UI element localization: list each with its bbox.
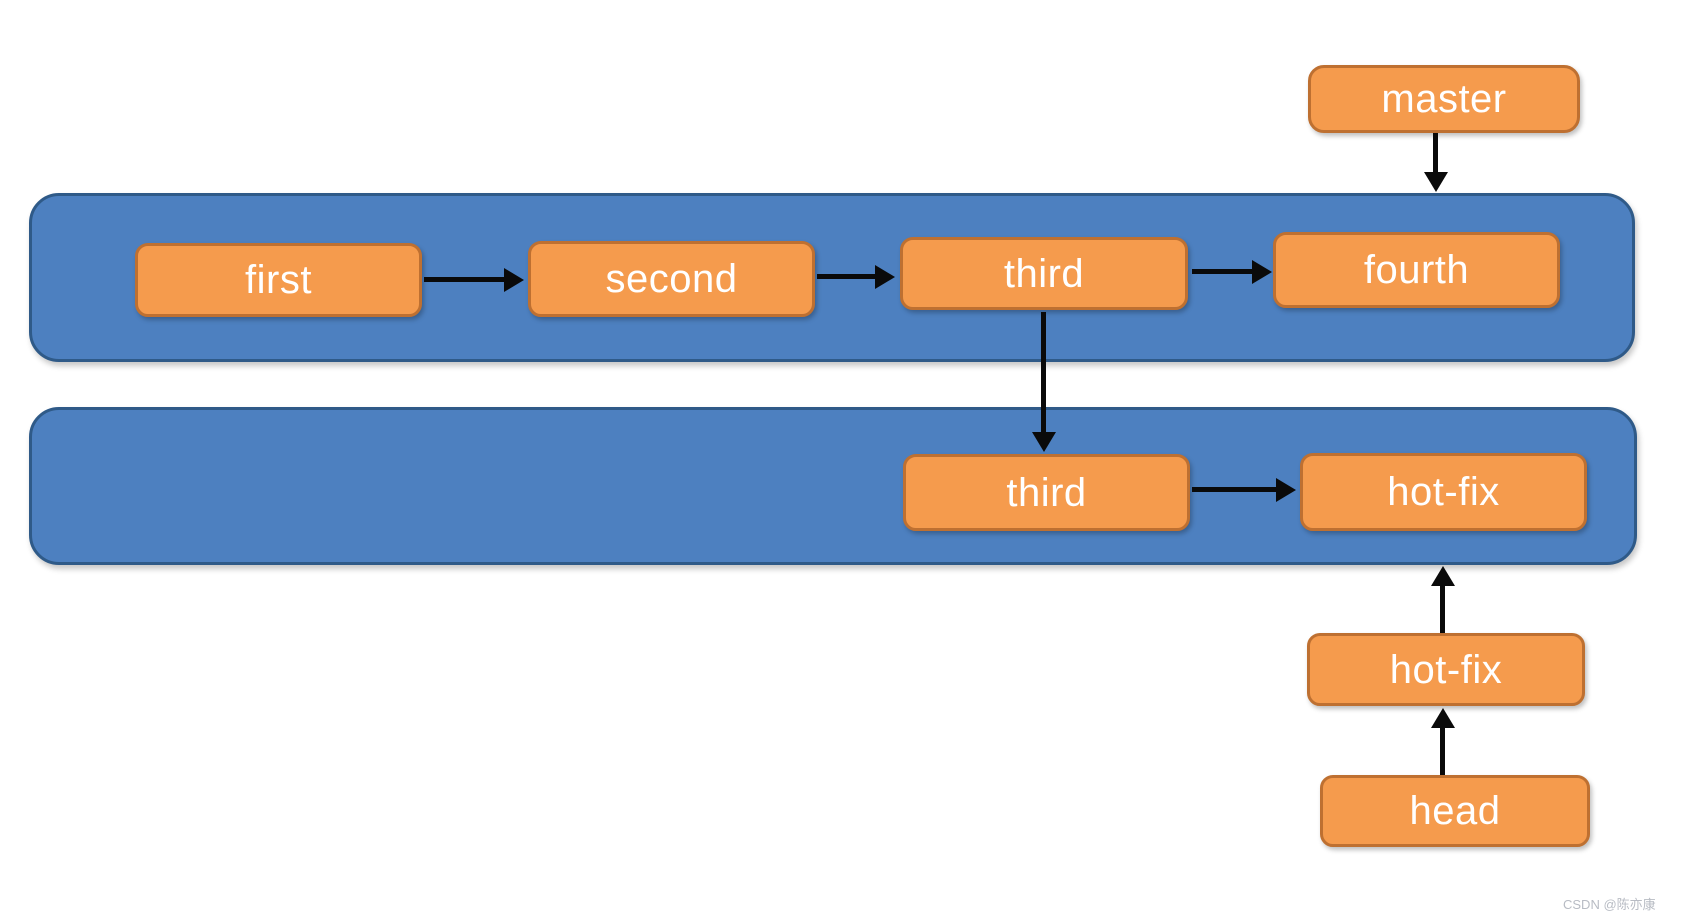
arrowhead-down-icon: [1424, 172, 1448, 192]
arrowhead-right-icon: [1276, 478, 1296, 502]
arrow-line: [1440, 726, 1445, 775]
arrow-line: [1440, 584, 1445, 633]
arrow-line: [1041, 312, 1046, 434]
node-commit-third-top: third: [900, 237, 1188, 310]
arrowhead-down-icon: [1032, 432, 1056, 452]
node-hotfix-branch-pointer: hot-fix: [1307, 633, 1585, 706]
arrowhead-up-icon: [1431, 708, 1455, 728]
arrow-line: [1433, 133, 1438, 174]
arrowhead-right-icon: [504, 268, 524, 292]
arrowhead-right-icon: [1252, 260, 1272, 284]
node-commit-hotfix: hot-fix: [1300, 453, 1587, 531]
node-commit-first: first: [135, 243, 422, 317]
arrow-line: [817, 274, 877, 279]
arrowhead-right-icon: [875, 265, 895, 289]
arrow-line: [1192, 487, 1278, 492]
node-commit-fourth: fourth: [1273, 232, 1560, 308]
csdn-watermark: CSDN @陈亦康: [1563, 897, 1656, 912]
node-commit-second: second: [528, 241, 815, 317]
node-commit-third-bottom: third: [903, 454, 1190, 531]
node-head-pointer: head: [1320, 775, 1590, 847]
node-master: master: [1308, 65, 1580, 133]
arrowhead-up-icon: [1431, 566, 1455, 586]
arrow-line: [424, 277, 506, 282]
arrow-line: [1192, 269, 1254, 274]
